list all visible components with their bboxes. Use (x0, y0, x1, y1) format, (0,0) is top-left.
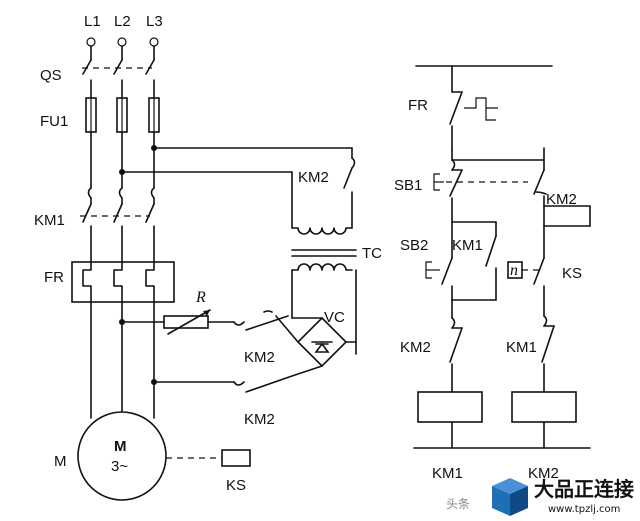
button-SB2 (425, 221, 453, 301)
label-SB2: SB2 (400, 237, 428, 254)
contactor-KM1 (80, 197, 155, 263)
motor: M 3~ (77, 411, 167, 501)
contact-KM1-hold (485, 235, 497, 301)
label-KM1: KM1 (34, 212, 65, 229)
label-right-KM1-b: KM1 (506, 339, 537, 356)
contact-KM1-nc (541, 315, 555, 393)
watermark: 头条 大品正连接 www.tpzlj.com (446, 477, 634, 516)
fuse-FU1 (85, 97, 160, 133)
coil-KM1 (417, 391, 483, 423)
label-right-KM1-a: KM1 (452, 237, 483, 254)
label-right-KM2-b: KM2 (400, 339, 431, 356)
terminal-L2 (117, 37, 127, 47)
label-L2: L2 (114, 13, 131, 30)
contact-FR-nc (449, 91, 498, 151)
watermark-url: www.tpzlj.com (548, 504, 620, 515)
label-FR: FR (44, 269, 64, 286)
motor-phase: 3~ (111, 458, 128, 475)
label-L3: L3 (146, 13, 163, 30)
rectifier-VC (296, 316, 357, 368)
contact-KM2-top (343, 157, 356, 229)
control-circuit: FR SB1 KM2 (394, 65, 591, 482)
label-R: R (195, 289, 206, 306)
label-KS: KS (226, 477, 246, 494)
motor-label: M (114, 438, 127, 455)
label-KM2-bot: KM2 (244, 411, 275, 428)
transformer-TC (291, 227, 357, 271)
label-coil-KM1: KM1 (432, 465, 463, 482)
switch-QS (82, 45, 155, 99)
label-VC: VC (324, 309, 345, 326)
label-QS: QS (40, 67, 62, 84)
contact-KM2-nc (449, 317, 463, 393)
resistor-R (163, 309, 211, 335)
contact-KS (533, 257, 545, 317)
label-M: M (54, 453, 67, 470)
thermal-relay-FR (71, 261, 175, 303)
speed-relay-KS (221, 449, 251, 467)
label-right-KM2-a: KM2 (546, 191, 577, 208)
contact-KM2-right-a (533, 159, 591, 227)
label-KM2-mid: KM2 (244, 349, 275, 366)
label-FU1: FU1 (40, 113, 68, 130)
label-coil-KM2: KM2 (528, 465, 559, 482)
terminal-L1 (86, 37, 96, 47)
main-circuit: L1 L2 L3 QS FU1 (34, 13, 382, 501)
n-label: n (510, 262, 518, 279)
label-L1: L1 (84, 13, 101, 30)
contact-KM2-bot (245, 365, 323, 393)
label-SB1: SB1 (394, 177, 422, 194)
watermark-brand: 大品正连接 (534, 477, 634, 501)
button-SB1 (433, 159, 528, 223)
contact-KM2-mid (245, 310, 299, 343)
cube-logo-icon (492, 478, 528, 516)
label-KM2-top: KM2 (298, 169, 329, 186)
label-TC: TC (362, 245, 382, 262)
terminal-L3 (149, 37, 159, 47)
label-right-KS: KS (562, 265, 582, 282)
label-right-FR: FR (408, 97, 428, 114)
coil-KM2 (511, 391, 577, 423)
watermark-source: 头条 (446, 497, 470, 511)
